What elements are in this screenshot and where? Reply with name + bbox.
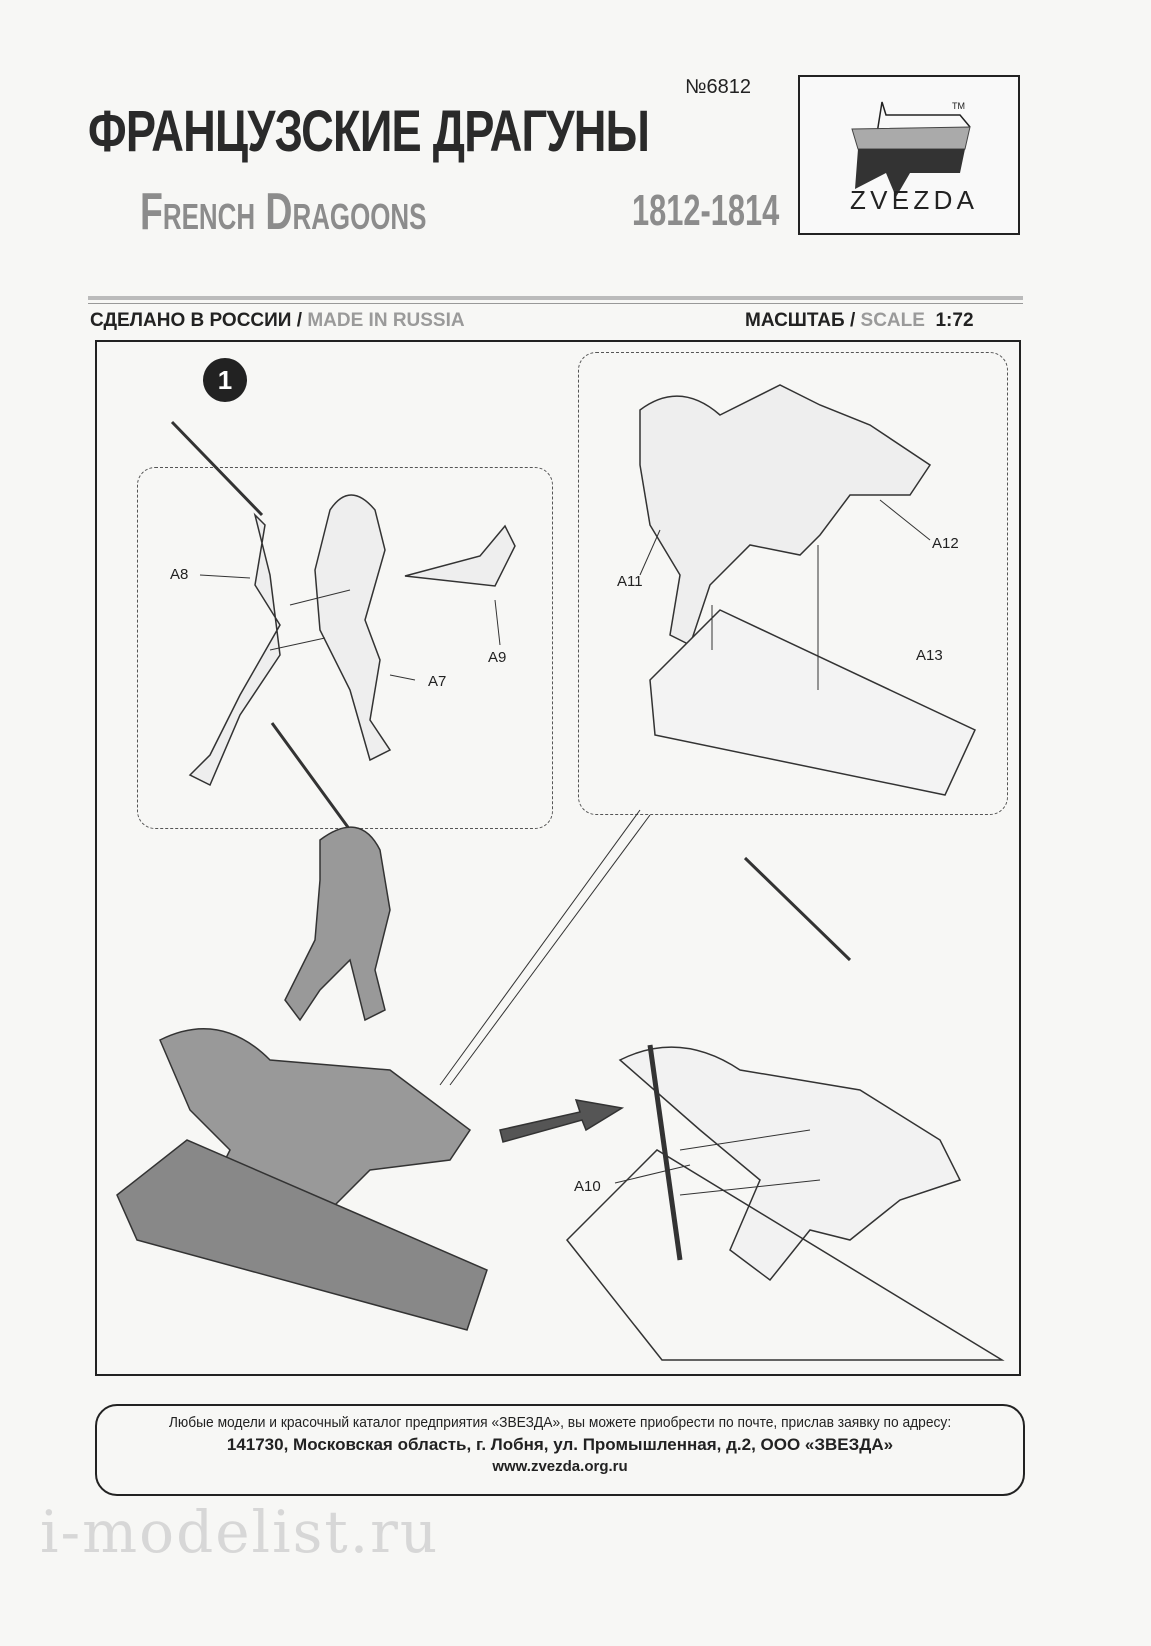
zvezda-star-icon: TM ZVEZDA	[850, 101, 975, 215]
part-label-a9: A9	[488, 649, 507, 666]
part-label-a12: A12	[932, 535, 959, 552]
scale-ru: МАСШТАБ /	[745, 310, 856, 331]
logo-tm: TM	[952, 101, 965, 111]
watermark: i-modelist.ru	[40, 1498, 440, 1566]
header-rule	[88, 296, 1023, 300]
part-label-a10: A10	[574, 1178, 601, 1195]
part-label-a7: A7	[428, 673, 447, 690]
scale: МАСШТАБ / SCALE 1:72	[745, 310, 974, 332]
part-label-a13: A13	[916, 647, 943, 664]
scale-value: 1:72	[935, 310, 974, 331]
kit-number: №6812	[685, 76, 751, 98]
years: 1812-1814	[632, 186, 780, 235]
scale-en: SCALE	[860, 310, 925, 331]
part-a8	[188, 512, 281, 787]
assembly-illustration	[116, 384, 1005, 1361]
footer-address: 141730, Московская область, г. Лобня, ул…	[226, 1435, 894, 1454]
final-figure	[618, 1046, 962, 1282]
header-rule-thin	[88, 303, 1023, 304]
part-a7	[314, 494, 392, 762]
footer-box: Любые модели и красочный каталог предпри…	[95, 1404, 1025, 1496]
step-number: 1	[203, 358, 247, 402]
base-assembled	[116, 1139, 488, 1331]
part-a10	[647, 1044, 683, 1261]
title-russian: ФРАНЦУЗСКИЕ ДРАГУНЫ	[88, 99, 650, 164]
rider-figure	[284, 826, 391, 1022]
footer-catalog-text: Любые модели и красочный каталог предпри…	[168, 1414, 952, 1431]
footer-website-link[interactable]: www.zvezda.org.ru	[492, 1458, 628, 1475]
arrow-icon	[499, 1099, 625, 1143]
part-label-a8: A8	[170, 566, 189, 583]
made-in-ru: СДЕЛАНО В РОССИИ /	[90, 310, 303, 331]
zvezda-logo: TM ZVEZDA	[798, 75, 1020, 235]
base-a13	[649, 609, 976, 796]
assembly-frame	[95, 340, 1021, 1376]
made-in-en: MADE IN RUSSIA	[307, 310, 465, 331]
horse-subassembly-box	[578, 352, 1008, 815]
part-a9	[404, 524, 516, 587]
made-in: СДЕЛАНО В РОССИИ / MADE IN RUSSIA	[90, 310, 465, 332]
part-label-a11: A11	[617, 573, 643, 590]
horse-halves-a11-a12	[639, 384, 932, 647]
title-english: French Dragoons	[140, 183, 427, 241]
